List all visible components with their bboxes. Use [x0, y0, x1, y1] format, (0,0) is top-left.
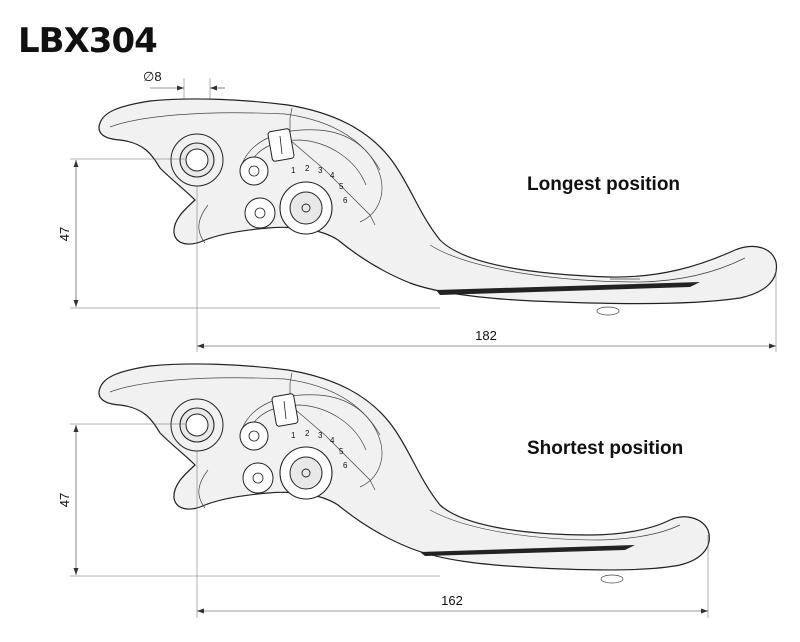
adjuster-dial — [239, 128, 383, 235]
adjuster-dial — [239, 393, 383, 500]
adjuster-number: 3 — [318, 431, 323, 440]
length-dimension: 182 — [196, 186, 777, 352]
hole-diameter-label: ∅8 — [143, 69, 162, 84]
length-label: 162 — [441, 593, 463, 608]
adjuster-scale: 1 2 3 4 5 6 — [291, 429, 348, 470]
adjuster-number: 4 — [330, 171, 335, 180]
pivot-bolt — [170, 398, 224, 452]
height-dimension: 47 — [57, 158, 440, 309]
height-label: 47 — [57, 493, 72, 507]
lever-grip-edge — [420, 545, 635, 556]
lever-longest: 1 2 3 4 5 6 47 182 Longest position — [57, 98, 778, 352]
lever-grip-edge — [436, 282, 700, 295]
adjuster-number: 2 — [305, 164, 310, 173]
lever-shortest: 1 2 3 4 5 6 47 162 Shortest position — [57, 363, 710, 618]
position-label: Longest position — [527, 174, 680, 195]
lever-body — [98, 98, 778, 305]
adjuster-number: 3 — [318, 166, 323, 175]
adjuster-number: 2 — [305, 429, 310, 438]
length-label: 182 — [475, 328, 497, 343]
height-label: 47 — [57, 227, 72, 241]
adjuster-number: 5 — [339, 447, 344, 456]
height-dimension: 47 — [57, 423, 440, 577]
adjuster-number: 4 — [330, 436, 335, 445]
position-label: Shortest position — [527, 438, 683, 459]
adjuster-scale: 1 2 3 4 5 6 — [291, 164, 348, 205]
lever-body — [98, 363, 710, 571]
model-title: LBX304 — [18, 21, 157, 61]
adjuster-number: 1 — [291, 431, 296, 440]
adjuster-number: 5 — [339, 182, 344, 191]
adjuster-number: 6 — [343, 196, 348, 205]
adjuster-number: 1 — [291, 166, 296, 175]
pivot-bolt — [170, 133, 224, 187]
length-dimension: 162 — [196, 451, 709, 618]
adjuster-number: 6 — [343, 461, 348, 470]
